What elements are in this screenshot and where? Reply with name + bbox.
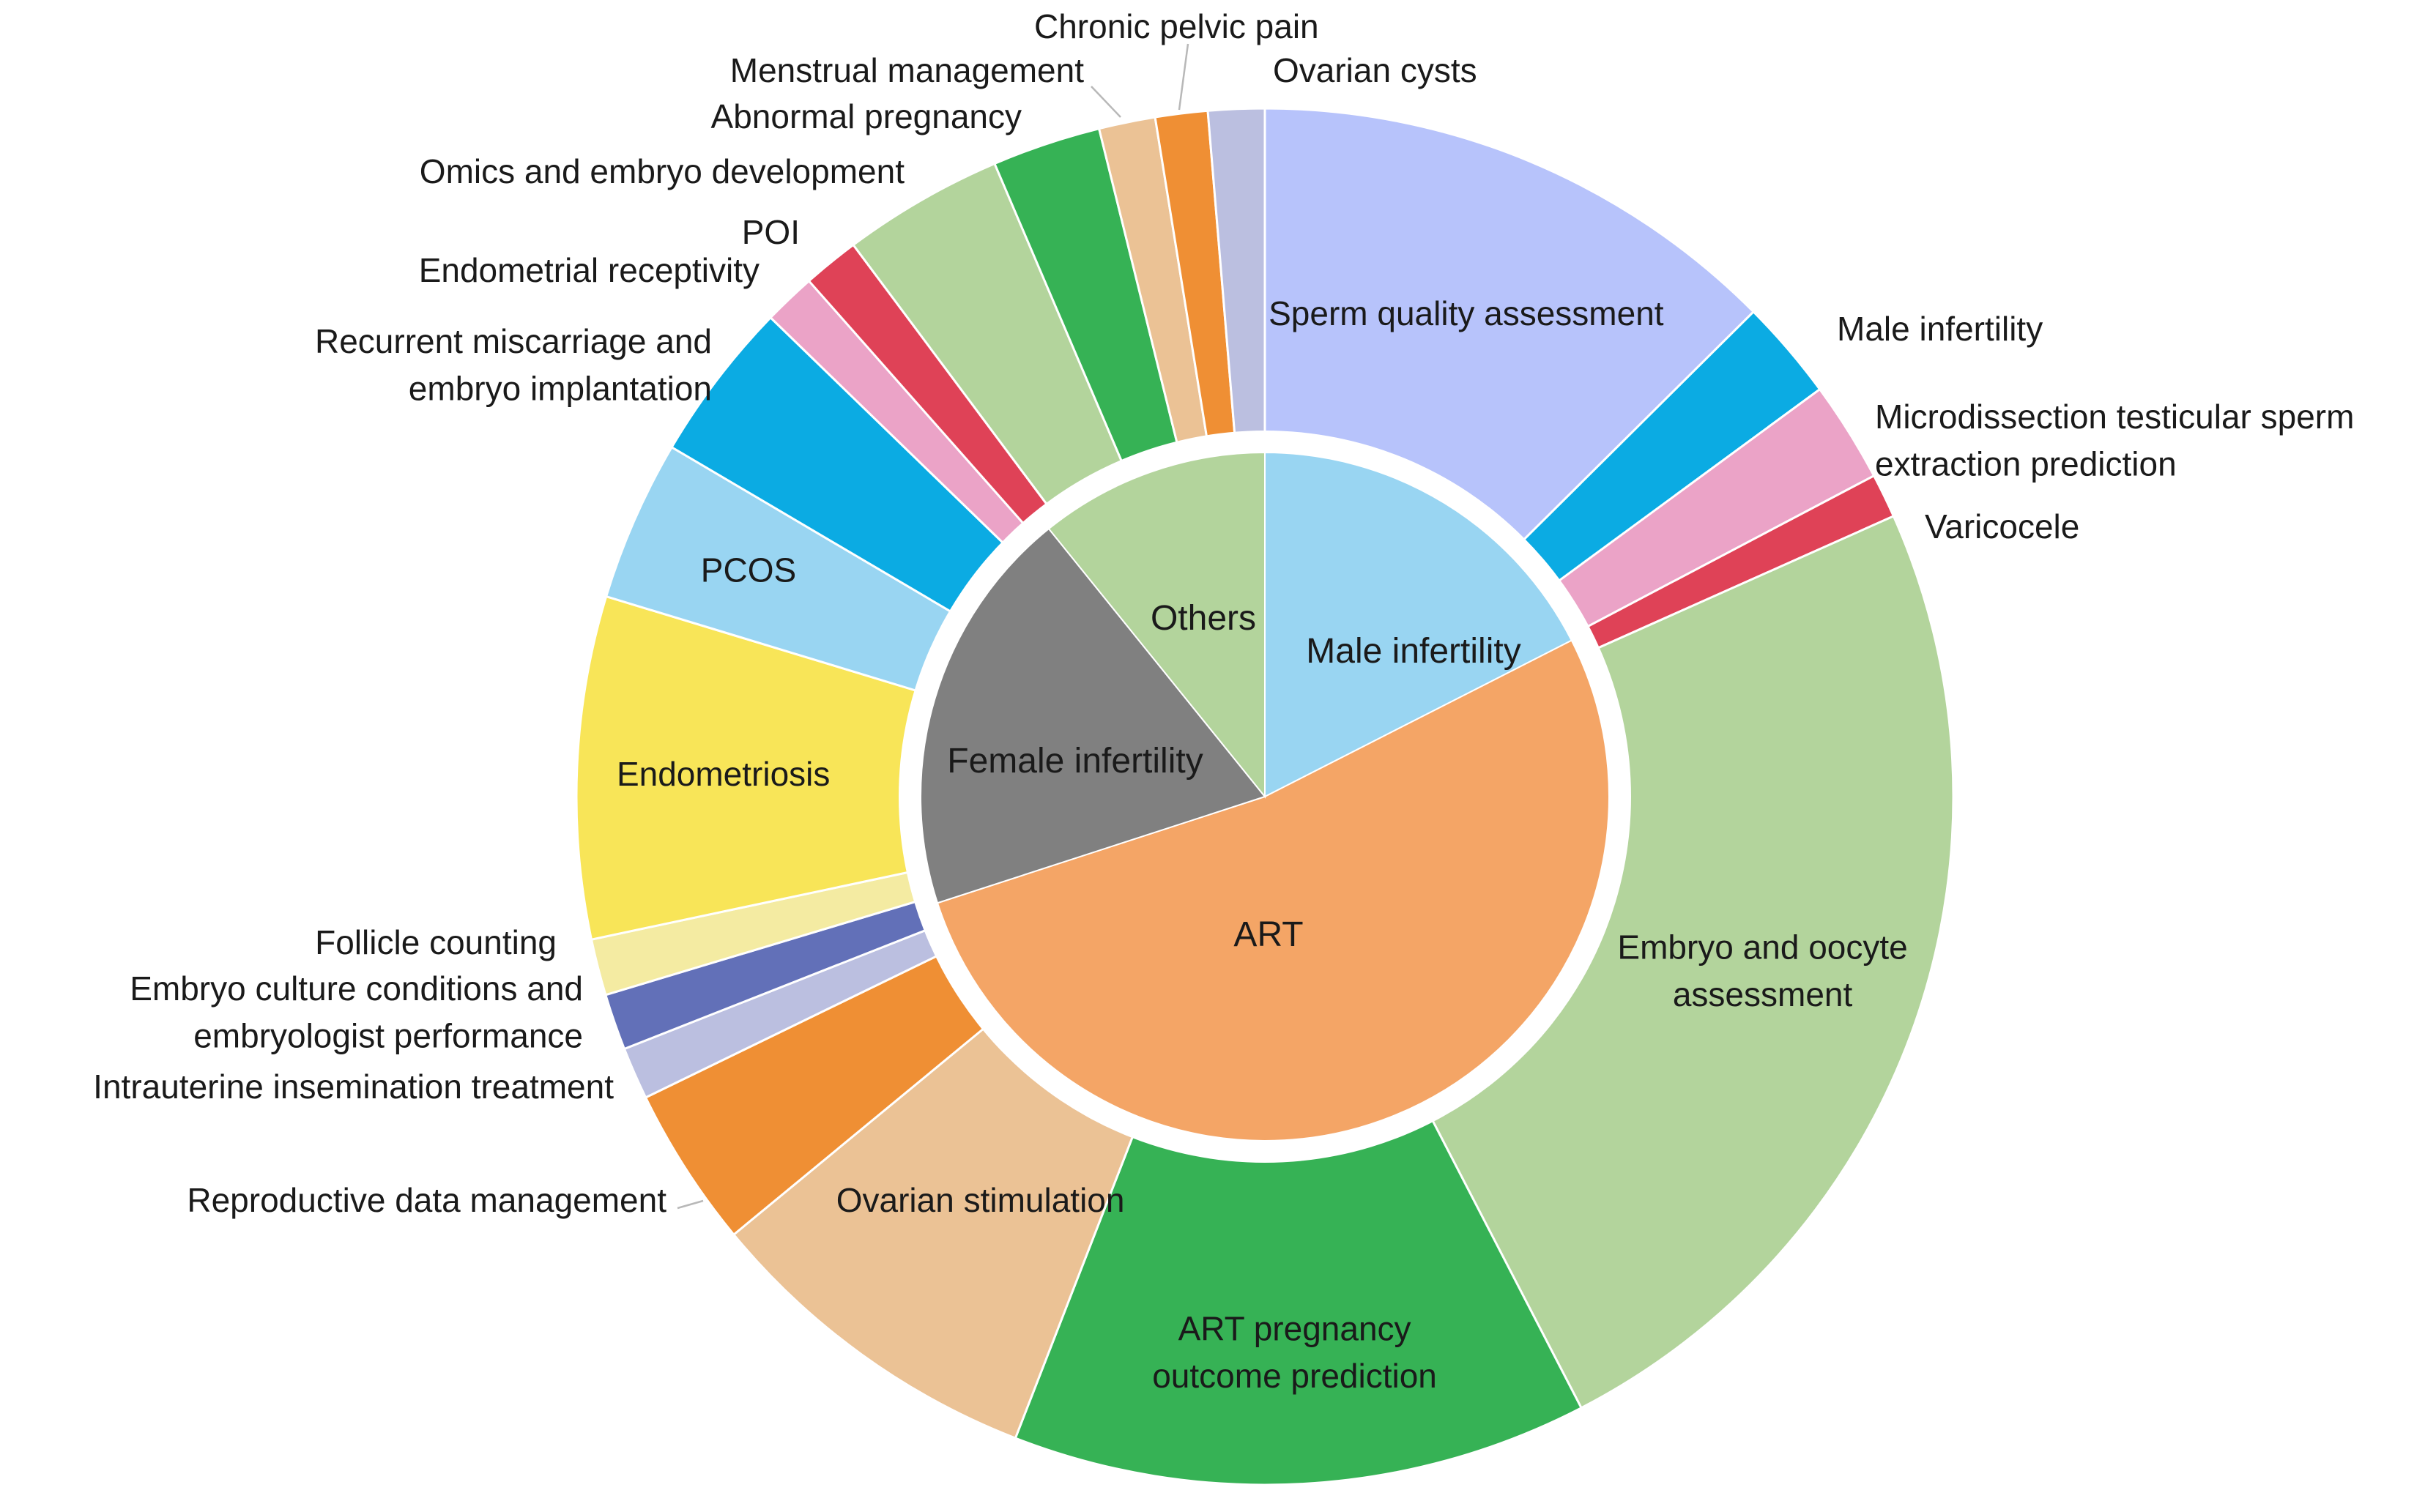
inner-slice-art xyxy=(936,639,1610,1142)
leader-menstrual-management xyxy=(1091,86,1121,118)
outer-label-endometriosis: Endometriosis xyxy=(617,755,830,793)
outer-label-poi: POI xyxy=(742,213,800,251)
outer-ring xyxy=(575,107,1955,1486)
outer-label-endometrial-receptivity: Endometrial receptivity xyxy=(419,251,760,289)
inner-slice-male-infertility xyxy=(1264,451,1573,798)
inner-label-others: Others xyxy=(1151,599,1256,638)
outer-label-follicle-counting: Follicle counting xyxy=(315,923,557,961)
outer-label-varicocele: Varicocele xyxy=(1925,507,2079,545)
outer-label-omics-and-embryo-development: Omics and embryo development xyxy=(420,152,905,190)
leader-lines xyxy=(677,43,1189,1210)
outer-label-male-infertility: Male infertility xyxy=(1837,310,2043,348)
outer-label-sperm-quality-assessment: Sperm quality assessment xyxy=(1269,294,1664,332)
leader-reproductive-data-management xyxy=(677,1199,704,1210)
inner-ring xyxy=(899,431,1631,1163)
outer-label-menstrual-management: Menstrual management xyxy=(730,51,1084,89)
inner-slice-female-infertility xyxy=(920,527,1266,904)
inner-label-male-infertility: Male infertility xyxy=(1306,632,1520,671)
outer-label-abnormal-pregnancy: Abnormal pregnancy xyxy=(711,97,1022,135)
outer-label-intrauterine-insemination-treatment: Intrauterine insemination treatment xyxy=(93,1068,614,1106)
leader-chronic-pelvic-pain xyxy=(1178,43,1189,111)
inner-label-female-infertility: Female infertility xyxy=(947,742,1203,781)
inner-slice-others xyxy=(1047,451,1266,799)
outer-label-reproductive-data-management: Reproductive data management xyxy=(187,1181,666,1219)
inner-label-art: ART xyxy=(1233,915,1303,954)
outer-label-chronic-pelvic-pain: Chronic pelvic pain xyxy=(1034,7,1319,45)
outer-label-pcos: PCOS xyxy=(701,551,796,589)
outer-label-ovarian-stimulation: Ovarian stimulation xyxy=(836,1181,1125,1219)
outer-label-ovarian-cysts: Ovarian cysts xyxy=(1273,51,1477,89)
